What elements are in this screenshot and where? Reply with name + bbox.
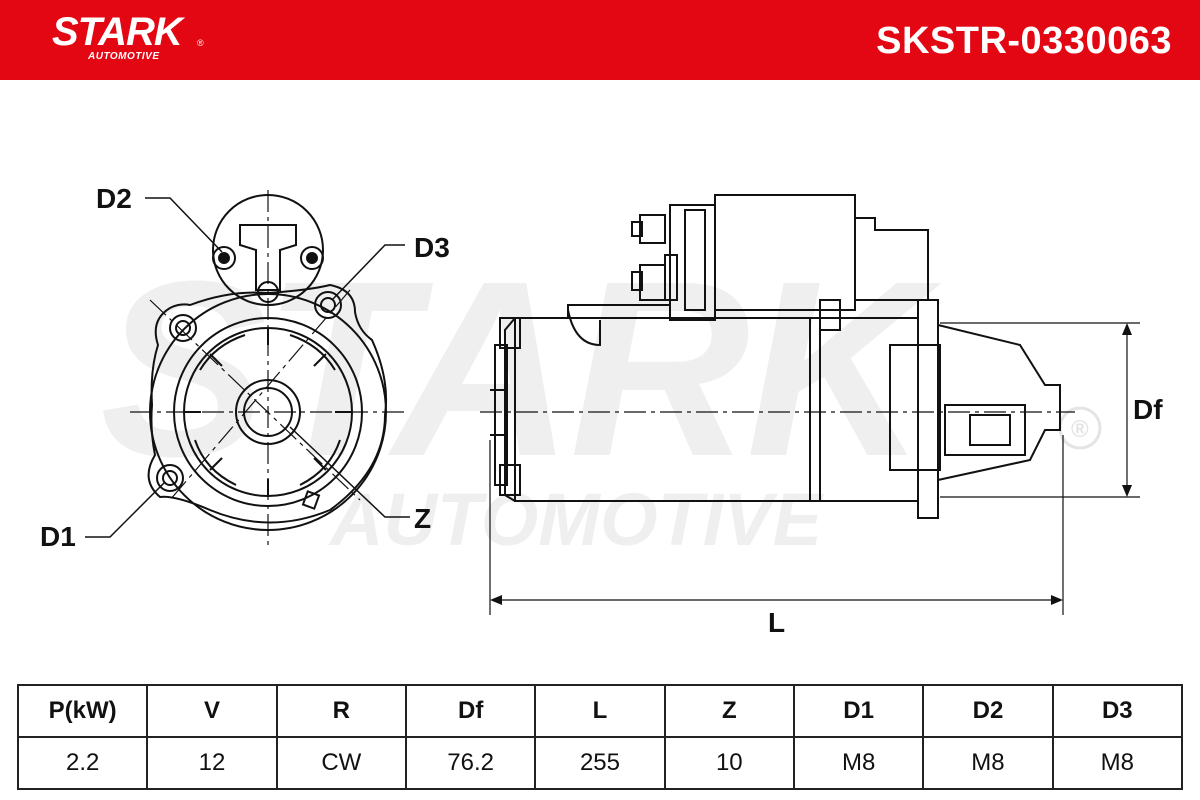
- spec-header: D1: [792, 684, 925, 738]
- spec-header: D2: [922, 684, 1054, 738]
- spec-header: D3: [1051, 684, 1184, 738]
- registered-mark: ®: [197, 38, 204, 48]
- spec-value: CW: [275, 736, 407, 790]
- side-view: [490, 194, 1061, 519]
- spec-header: Df: [404, 684, 537, 738]
- brand-subtitle: AUTOMOTIVE: [88, 51, 160, 62]
- spec-value: M8: [792, 736, 925, 790]
- spec-value: 2.2: [16, 736, 149, 790]
- label-d3: D3: [414, 232, 450, 263]
- label-z: Z: [414, 503, 432, 534]
- spec-value: M8: [922, 736, 1054, 790]
- spec-value: 255: [534, 736, 666, 790]
- front-view-centerlines: [130, 190, 405, 548]
- watermark-mark: ®: [1071, 416, 1089, 443]
- spec-header: Z: [663, 684, 795, 738]
- leader-lines: [85, 197, 410, 538]
- label-d1: D1: [40, 521, 76, 552]
- spec-header-row: P(kW) V R Df L Z D1 D2 D3: [16, 684, 1184, 738]
- spec-header: R: [275, 684, 407, 738]
- spec-value-row: 2.2 12 CW 76.2 255 10 M8 M8 M8: [16, 736, 1184, 790]
- spec-header: P(kW): [16, 684, 149, 738]
- technical-drawing: STARK AUTOMOTIVE ®: [0, 80, 1200, 680]
- watermark-sub: AUTOMOTIVE: [328, 478, 825, 561]
- spec-table: P(kW) V R Df L Z D1 D2 D3 2.2 12 CW 76.2…: [16, 684, 1184, 790]
- brand-logo: STARK: [52, 10, 183, 54]
- spec-value: 10: [663, 736, 795, 790]
- header-bar: STARK ® AUTOMOTIVE SKSTR-0330063: [0, 0, 1200, 80]
- starter-motor-diagram: STARK AUTOMOTIVE ®: [85, 190, 1140, 615]
- spec-header: L: [534, 684, 666, 738]
- watermark: STARK AUTOMOTIVE ®: [100, 229, 1102, 561]
- label-df: Df: [1133, 394, 1163, 425]
- spec-value: 76.2: [404, 736, 537, 790]
- dimension-lines: [489, 322, 1140, 615]
- watermark-main: STARK: [100, 229, 942, 508]
- spec-header: V: [146, 684, 278, 738]
- label-d2: D2: [96, 183, 132, 214]
- part-number: SKSTR-0330063: [876, 20, 1172, 62]
- spec-value: M8: [1051, 736, 1184, 790]
- dimension-arrows: [490, 323, 1132, 605]
- spec-value: 12: [146, 736, 278, 790]
- label-l: L: [768, 607, 786, 638]
